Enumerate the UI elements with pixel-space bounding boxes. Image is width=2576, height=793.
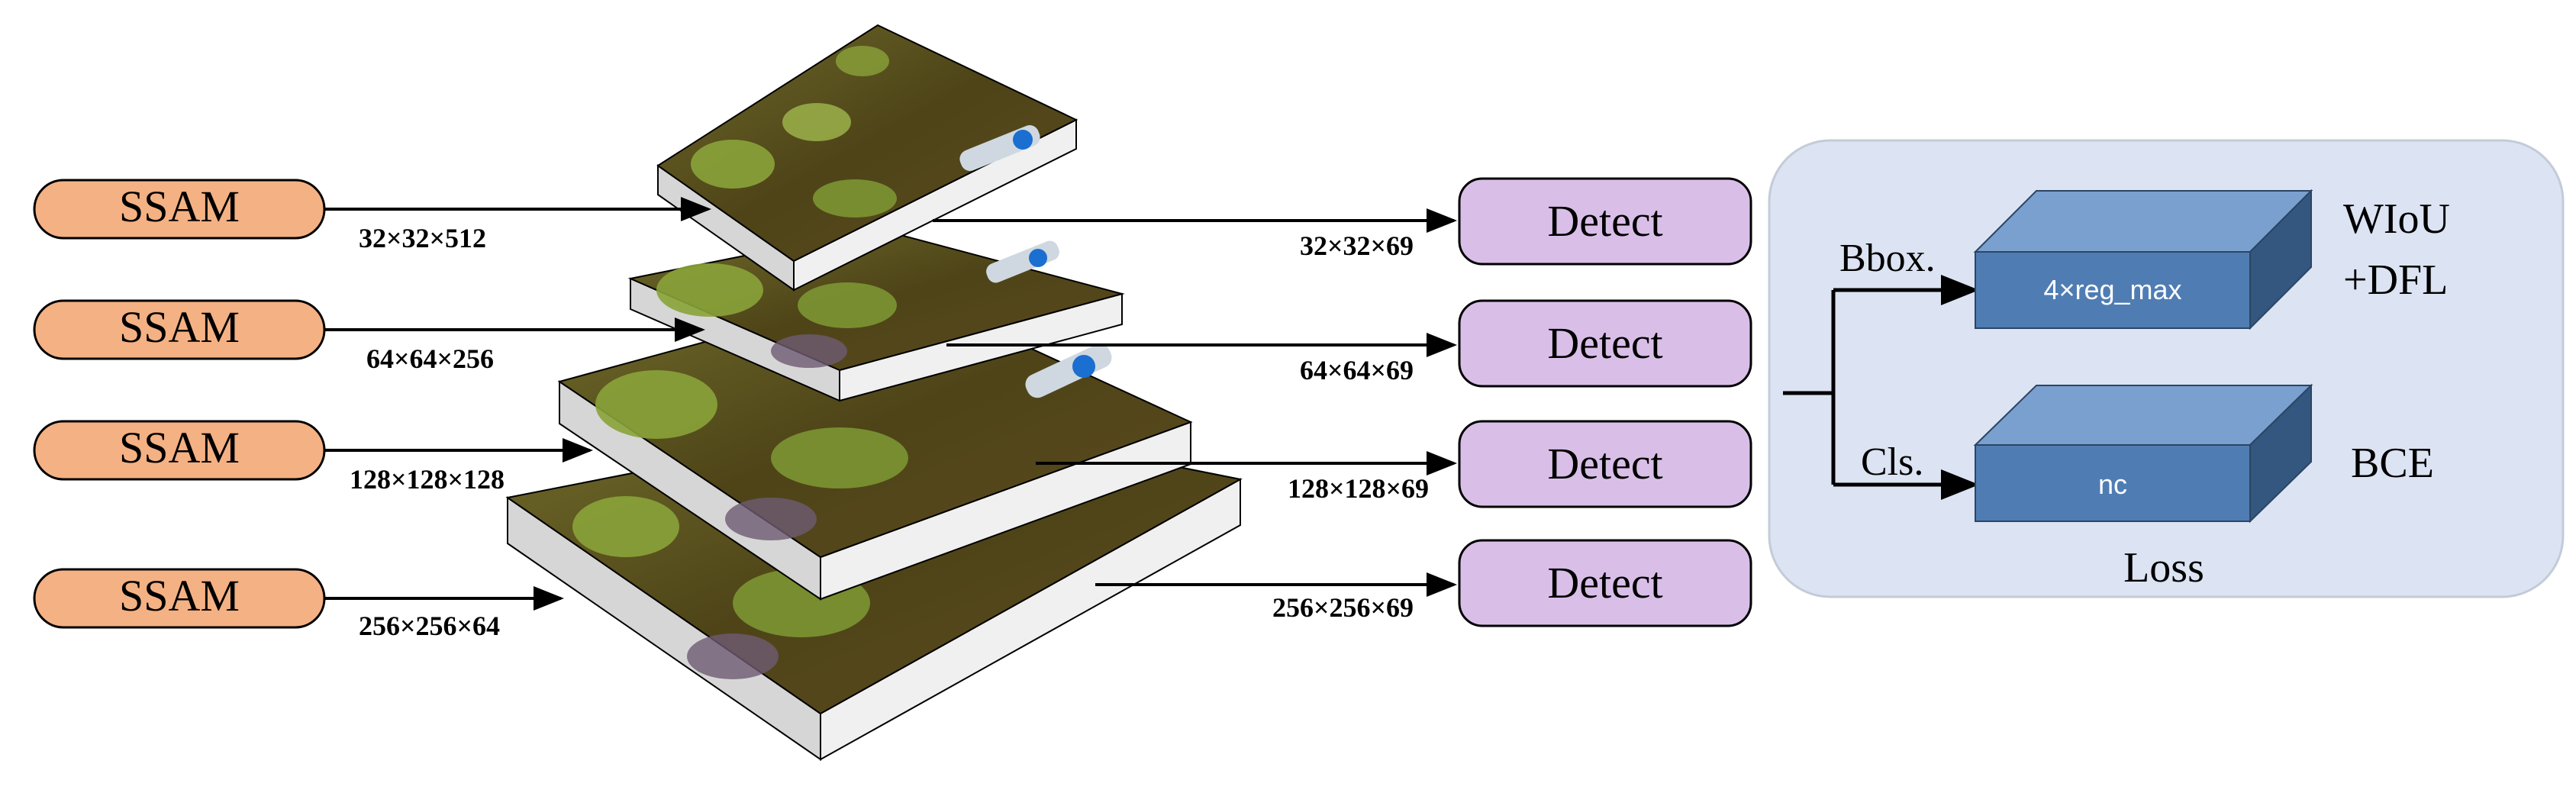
loss-panel: Bbox. Cls. 4×reg_max nc WIoU +DFL BCE Lo… [1768,139,2565,598]
detect-block-3: Detect [1458,420,1752,508]
detect-label: Detect [1547,439,1662,488]
detect-dim-label: 128×128×69 [1288,473,1429,504]
ssam-block-4: SSAM [33,568,326,629]
detect-arrows [933,208,1457,597]
feature-map-32 [656,24,1078,292]
ssam-block-1: SSAM [33,179,326,240]
bbox-loss-label: +DFL [2343,256,2448,304]
cls-branch-label: Cls. [1861,440,1923,484]
ssam-block-3: SSAM [33,420,326,481]
cls-loss-label: BCE [2351,440,2434,487]
detect-dim-label: 32×32×69 [1300,230,1414,261]
cls-head-label: nc [2098,469,2127,500]
detect-block-4: Detect [1458,539,1752,627]
ssam-dim-label: 32×32×512 [359,223,486,253]
detect-dim-label: 64×64×69 [1300,355,1414,385]
cls-head-cube: nc [1973,383,2313,524]
ssam-dim-label: 128×128×128 [350,464,505,495]
ssam-arrows [324,197,711,611]
detect-block-2: Detect [1458,299,1752,388]
branch-lines [1783,275,1979,500]
ssam-label: SSAM [119,302,240,352]
ssam-block-2: SSAM [33,299,326,360]
detect-label: Detect [1547,558,1662,608]
ssam-dim-label: 64×64×256 [366,343,494,374]
ssam-label: SSAM [119,423,240,472]
bbox-head-cube: 4×reg_max [1973,189,2313,330]
detect-dim-label: 256×256×69 [1272,592,1414,623]
loss-title: Loss [2123,544,2204,592]
bbox-branch-label: Bbox. [1839,237,1936,280]
detect-label: Detect [1547,196,1662,246]
detect-label: Detect [1547,318,1662,368]
ssam-dim-label: 256×256×64 [359,611,500,641]
bbox-head-label: 4×reg_max [2043,274,2181,305]
feature-map-64 [627,227,1125,402]
detect-block-1: Detect [1458,177,1752,266]
ssam-label: SSAM [119,182,240,231]
ssam-label: SSAM [119,571,240,621]
bbox-loss-label: WIoU [2343,195,2450,243]
